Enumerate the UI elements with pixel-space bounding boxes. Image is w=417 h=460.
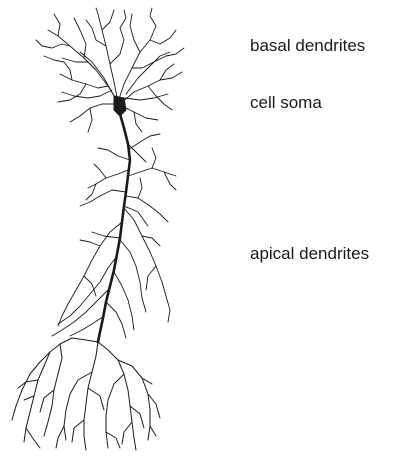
basal-dendrites	[36, 8, 184, 132]
apical-trunk	[98, 114, 130, 342]
cell-soma-label: cell soma	[250, 94, 322, 111]
basal-dendrites-label: basal dendrites	[250, 37, 365, 54]
apical-dendrites	[52, 134, 176, 338]
distal-tuft	[12, 338, 160, 450]
dendrite-tree	[12, 8, 184, 450]
apical-dendrites-label: apical dendrites	[250, 245, 369, 262]
